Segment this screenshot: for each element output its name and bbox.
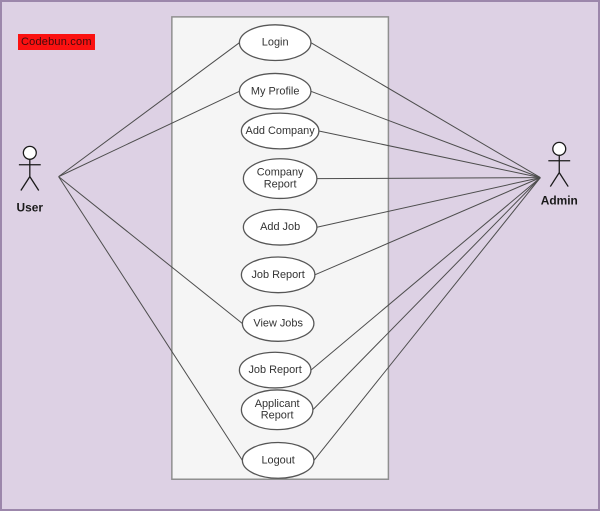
association-admin-add-company [318,130,541,179]
usecase-ellipse [238,351,312,389]
usecase-label: Job Report [248,364,301,376]
actor-label: Admin [541,193,578,207]
association-admin-applicant-report [312,177,541,411]
actor-head [22,145,37,160]
association-admin-login [310,42,541,179]
usecase-ellipse [242,208,318,246]
association-admin-add-job [316,177,541,228]
usecase-label: View Jobs [253,317,303,329]
association-admin-my-profile [310,90,541,179]
actor-head [552,141,567,156]
usecase-job-report-2: Job Report [238,351,312,389]
association-user-my-profile [58,90,240,178]
usecase-add-job: Add Job [242,208,318,246]
usecase-ellipse [240,112,320,150]
watermark-label: Codebun.com [18,34,95,50]
usecase-logout: Logout [241,441,315,479]
association-admin-job-report-2 [310,177,541,371]
actor-admin: Admin [541,141,578,207]
actor-label: User [17,200,44,214]
actor-right-leg [29,176,40,191]
association-user-view-jobs [58,176,243,324]
usecase-ellipse [241,441,315,479]
usecase-label: Logout [261,454,294,466]
usecase-label: Report [261,410,294,422]
usecase-view-jobs: View Jobs [241,304,315,342]
association-admin-company-report [316,177,541,180]
actor-left-leg [20,176,31,191]
usecase-ellipse [241,304,315,342]
usecase-label: Login [262,37,289,49]
usecase-ellipse [238,72,312,110]
usecase-label: My Profile [251,85,300,97]
actor-user: User [17,145,44,214]
association-admin-logout [313,177,541,461]
usecase-label: Applicant [255,398,300,410]
usecase-my-profile: My Profile [238,72,312,110]
usecase-label: Job Report [251,269,304,281]
usecase-login: Login [238,24,312,62]
usecase-label: Report [264,179,297,191]
usecase-ellipse [238,24,312,62]
actor-right-leg [558,172,569,187]
usecase-add-company: Add Company [240,112,320,150]
usecase-label: Add Job [260,221,300,233]
usecase-ellipse [240,389,314,431]
usecase-label: Company [257,167,304,179]
association-admin-job-report [314,177,541,276]
usecase-job-report: Job Report [240,256,316,294]
association-user-logout [58,176,243,461]
usecase-ellipse [242,158,318,200]
usecase-ellipse [240,256,316,294]
actor-left-leg [549,172,560,187]
association-user-login [58,42,240,178]
usecase-label: Add Company [246,125,316,137]
